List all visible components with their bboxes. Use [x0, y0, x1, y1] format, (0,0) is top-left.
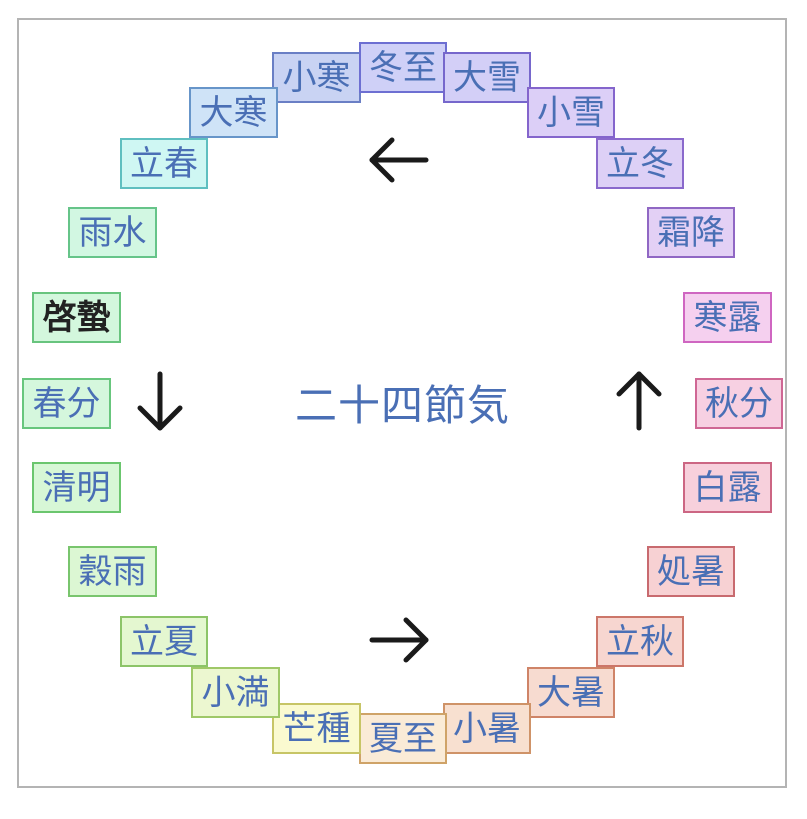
term-rikka: 立夏 [120, 616, 208, 667]
term-risshun: 立春 [120, 138, 208, 189]
term-taisho: 大暑 [527, 667, 615, 718]
arrow-down-icon [125, 366, 195, 436]
term-boushu: 芒種 [272, 703, 361, 754]
term-shokan: 小寒 [272, 52, 361, 103]
term-hakuro: 白露 [683, 462, 772, 513]
arrow-up-icon [604, 366, 674, 436]
term-shousho: 小暑 [443, 703, 531, 754]
term-seimei: 清明 [32, 462, 121, 513]
diagram-title: 二十四節気 [294, 380, 510, 430]
term-geshi: 夏至 [359, 713, 447, 764]
term-taisetsu: 大雪 [443, 52, 531, 103]
term-soukou: 霜降 [647, 207, 735, 258]
arrow-right-icon [364, 605, 434, 675]
arrow-left-icon [364, 125, 434, 195]
term-shunbun: 春分 [22, 378, 111, 429]
term-daikan: 大寒 [189, 87, 278, 138]
term-keichitsu: 啓蟄 [32, 292, 121, 343]
term-usui: 雨水 [68, 207, 157, 258]
term-shousetsu: 小雪 [527, 87, 615, 138]
term-shuubun: 秋分 [695, 378, 783, 429]
term-risshuu: 立秋 [596, 616, 684, 667]
term-kanro: 寒露 [683, 292, 772, 343]
term-shouman: 小満 [191, 667, 280, 718]
term-rittou: 立冬 [596, 138, 684, 189]
term-shosho: 処暑 [647, 546, 735, 597]
term-touji: 冬至 [359, 42, 447, 93]
term-kokuu: 穀雨 [68, 546, 157, 597]
